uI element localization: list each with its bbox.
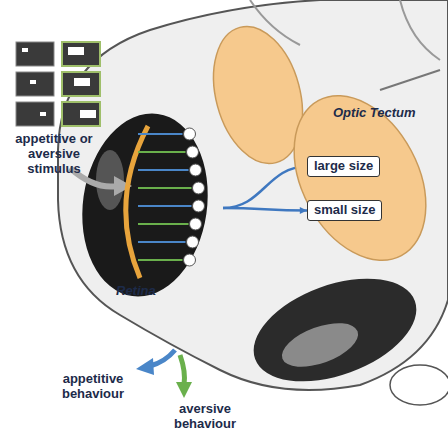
retinal-fiber bbox=[138, 187, 192, 189]
appetitive-arrowhead bbox=[136, 358, 154, 375]
size-label: large size bbox=[314, 159, 373, 174]
region-label: Retina bbox=[116, 284, 156, 299]
retina-arc bbox=[126, 126, 148, 278]
annotation-label: appetitive or aversive stimulus bbox=[4, 132, 104, 177]
projection-arrow bbox=[223, 163, 307, 208]
ganglion-cell bbox=[193, 182, 205, 194]
retina-region: Retina bbox=[108, 112, 223, 304]
ganglion-cell bbox=[187, 146, 199, 158]
size-box: small size bbox=[307, 200, 382, 221]
aversive-arrowhead bbox=[176, 382, 192, 398]
yolk-blob bbox=[390, 365, 448, 405]
annotation-label: aversive behaviour bbox=[150, 402, 260, 432]
projection-arrow bbox=[223, 207, 307, 214]
eye bbox=[71, 105, 219, 304]
ganglion-cell bbox=[184, 254, 196, 266]
retinal-fiber bbox=[138, 259, 183, 261]
tectum-lobe bbox=[285, 88, 435, 268]
retinal-fiber bbox=[138, 151, 186, 153]
size-box: large size bbox=[307, 156, 380, 177]
retinal-fiber bbox=[138, 205, 192, 207]
size-label: small size bbox=[314, 203, 375, 218]
head-fold bbox=[400, 0, 440, 60]
arrowhead bbox=[300, 207, 307, 214]
ganglion-cell bbox=[190, 164, 202, 176]
region-label: Optic Tectum bbox=[333, 106, 416, 121]
aversive-arrow bbox=[180, 355, 185, 385]
stimulus-panels bbox=[16, 42, 100, 126]
head-fold bbox=[380, 70, 440, 90]
optic-tectum: Optic Tectum large size small size bbox=[285, 88, 435, 268]
far-eye-shine bbox=[276, 314, 363, 375]
ganglion-cell bbox=[187, 236, 199, 248]
retinal-fiber bbox=[138, 223, 189, 225]
retina-shape bbox=[108, 112, 223, 304]
ganglion-cell bbox=[193, 200, 205, 212]
annotation-label: appetitive behaviour bbox=[38, 372, 148, 402]
ganglion-cell bbox=[190, 218, 202, 230]
retinal-fiber bbox=[138, 241, 186, 243]
appetitive-arrow bbox=[150, 350, 175, 366]
retinal-fiber bbox=[138, 133, 183, 135]
retinal-fiber bbox=[138, 169, 189, 171]
ganglion-cell bbox=[184, 128, 196, 140]
connector-line bbox=[223, 208, 307, 210]
connector-line bbox=[223, 166, 307, 208]
